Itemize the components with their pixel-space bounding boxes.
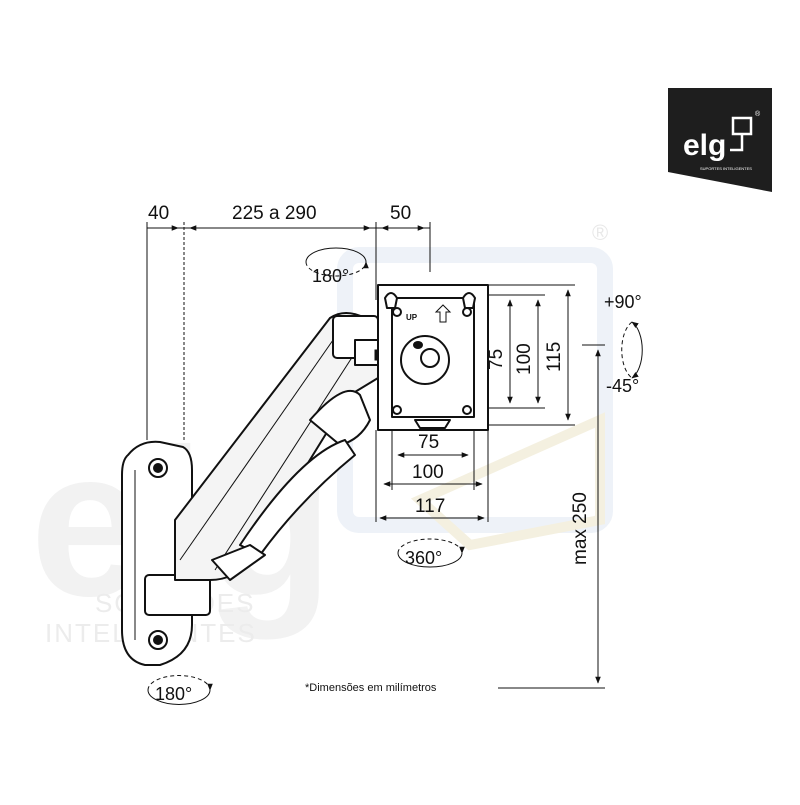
dim-head-depth: 50 — [390, 203, 411, 224]
dim-max-height: max 250 — [570, 492, 591, 565]
up-marker: UP — [406, 313, 418, 322]
watermark-registered: ® — [592, 220, 608, 245]
dim-vesa-v-small: 75 — [486, 349, 507, 370]
dim-vesa-h-large: 100 — [412, 462, 444, 483]
max-height-dimension: max 250 — [498, 344, 605, 689]
vesa-vertical-dimensions: 75 100 115 — [486, 284, 575, 426]
brand-tagline: SUPORTES INTELIGENTES — [700, 166, 752, 171]
brand-logo-text: elg — [683, 129, 726, 162]
dim-plate-width: 117 — [415, 496, 445, 517]
tilt-indicator: +90° -45° — [604, 292, 643, 396]
wall-swivel-label: 180° — [155, 684, 192, 704]
brand-logo: elg SUPORTES INTELIGENTES ® — [668, 88, 772, 192]
screen-rotation-label: 360° — [405, 548, 442, 568]
tilt-up-label: +90° — [604, 292, 642, 312]
arm-swivel-label: 180° — [312, 266, 349, 286]
dim-vesa-h-small: 75 — [418, 432, 439, 453]
dim-plate-height: 115 — [544, 342, 565, 372]
top-dimension: 40 225 a 290 50 — [146, 203, 431, 440]
arm-swivel-indicator: 180° — [305, 247, 369, 286]
tilt-down-label: -45° — [606, 376, 639, 396]
up-arrow-icon — [434, 304, 452, 323]
dim-wall-depth: 40 — [148, 203, 169, 224]
screen-rotation-indicator: 360° — [397, 538, 465, 568]
logo-bracket-icon — [730, 134, 744, 152]
dim-arm-reach: 225 a 290 — [232, 203, 317, 224]
wall-swivel-indicator: 180° — [147, 675, 213, 705]
registered-mark: ® — [755, 110, 761, 118]
gas-spring-arm — [174, 312, 386, 581]
dim-vesa-v-large: 100 — [514, 343, 535, 375]
vesa-plate: UP — [377, 284, 489, 431]
footnote: *Dimensões em milímetros — [305, 682, 437, 694]
vesa-horizontal-dimensions: 75 100 117 — [375, 430, 489, 522]
